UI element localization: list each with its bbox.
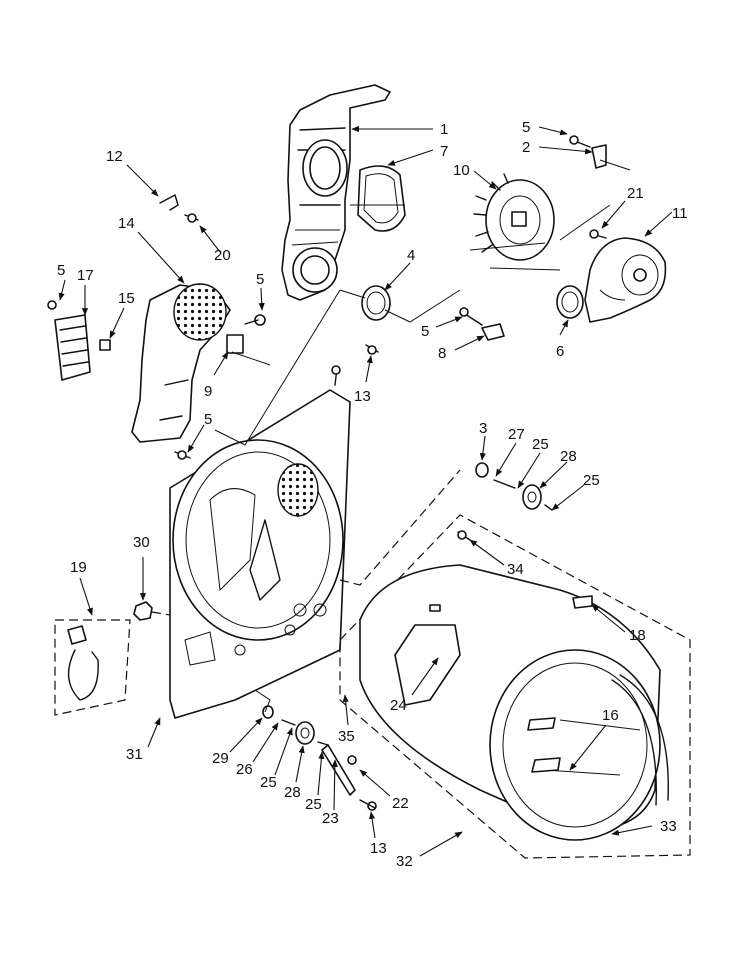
blower-housing — [584, 237, 667, 323]
bracket — [569, 135, 607, 169]
thermostat — [459, 307, 505, 341]
callout-33: 33 — [660, 818, 677, 835]
screw-34 — [457, 530, 471, 541]
callout-13: 13 — [354, 388, 371, 405]
callout-5: 5 — [256, 271, 264, 288]
callout-35: 35 — [338, 728, 355, 745]
screw-21 — [589, 229, 607, 239]
callout-7: 7 — [440, 143, 448, 160]
callout-5: 5 — [57, 262, 65, 279]
nut-30 — [133, 601, 153, 621]
callout-26: 26 — [236, 761, 253, 778]
callout-25: 25 — [260, 774, 277, 791]
roller-upper — [475, 462, 553, 511]
screw-13-top — [331, 344, 379, 386]
callout-20: 20 — [214, 247, 231, 264]
drum — [339, 514, 691, 859]
callout-1: 1 — [440, 121, 448, 138]
callout-6: 6 — [556, 343, 564, 360]
callout-9: 9 — [204, 383, 212, 400]
duct-gasket — [357, 165, 406, 232]
screw-5-lower — [174, 450, 191, 460]
assembly-lines — [151, 159, 631, 713]
callout-4: 4 — [407, 247, 415, 264]
callout-21: 21 — [627, 185, 644, 202]
callout-14: 14 — [118, 215, 135, 232]
callout-3: 3 — [479, 420, 487, 437]
callout-5: 5 — [204, 411, 212, 428]
callout-18: 18 — [629, 627, 646, 644]
callout-15: 15 — [118, 290, 135, 307]
callout-29: 29 — [212, 750, 229, 767]
callout-16: 16 — [602, 707, 619, 724]
terminal-block — [47, 300, 91, 381]
callout-17: 17 — [77, 267, 94, 284]
callout-30: 30 — [133, 534, 150, 551]
ring-seal — [361, 285, 391, 321]
drum-seal — [611, 674, 669, 806]
callout-labels: 1 7 5 2 10 21 11 12 14 20 4 5 17 15 5 5 … — [57, 119, 688, 870]
callout-25: 25 — [305, 796, 322, 813]
roller-lower — [262, 705, 377, 811]
callout-2: 2 — [522, 139, 530, 156]
callout-12: 12 — [106, 148, 123, 165]
leader-lines — [58, 125, 673, 857]
callout-19: 19 — [70, 559, 87, 576]
callout-5: 5 — [522, 119, 530, 136]
callout-13: 13 — [370, 840, 387, 857]
bulkhead-duct — [281, 84, 391, 301]
bearing-ring — [556, 285, 584, 319]
callout-23: 23 — [322, 810, 339, 827]
callout-8: 8 — [438, 345, 446, 362]
callout-22: 22 — [392, 795, 409, 812]
callout-10: 10 — [453, 162, 470, 179]
cutoff-9 — [226, 314, 266, 354]
callout-28: 28 — [560, 448, 577, 465]
blower-wheel — [473, 173, 555, 261]
wire-clip — [159, 194, 199, 223]
callout-31: 31 — [126, 746, 143, 763]
harness-box — [54, 619, 131, 716]
callout-32: 32 — [396, 853, 413, 870]
heater-duct — [131, 283, 231, 443]
fuse-15 — [99, 339, 111, 351]
callout-25: 25 — [583, 472, 600, 489]
callout-24: 24 — [390, 697, 407, 714]
callout-28: 28 — [284, 784, 301, 801]
front-bulkhead — [169, 389, 351, 719]
callout-27: 27 — [508, 426, 525, 443]
callout-11: 11 — [672, 205, 688, 222]
callout-34: 34 — [507, 561, 524, 578]
callout-25: 25 — [532, 436, 549, 453]
callout-5: 5 — [421, 323, 429, 340]
